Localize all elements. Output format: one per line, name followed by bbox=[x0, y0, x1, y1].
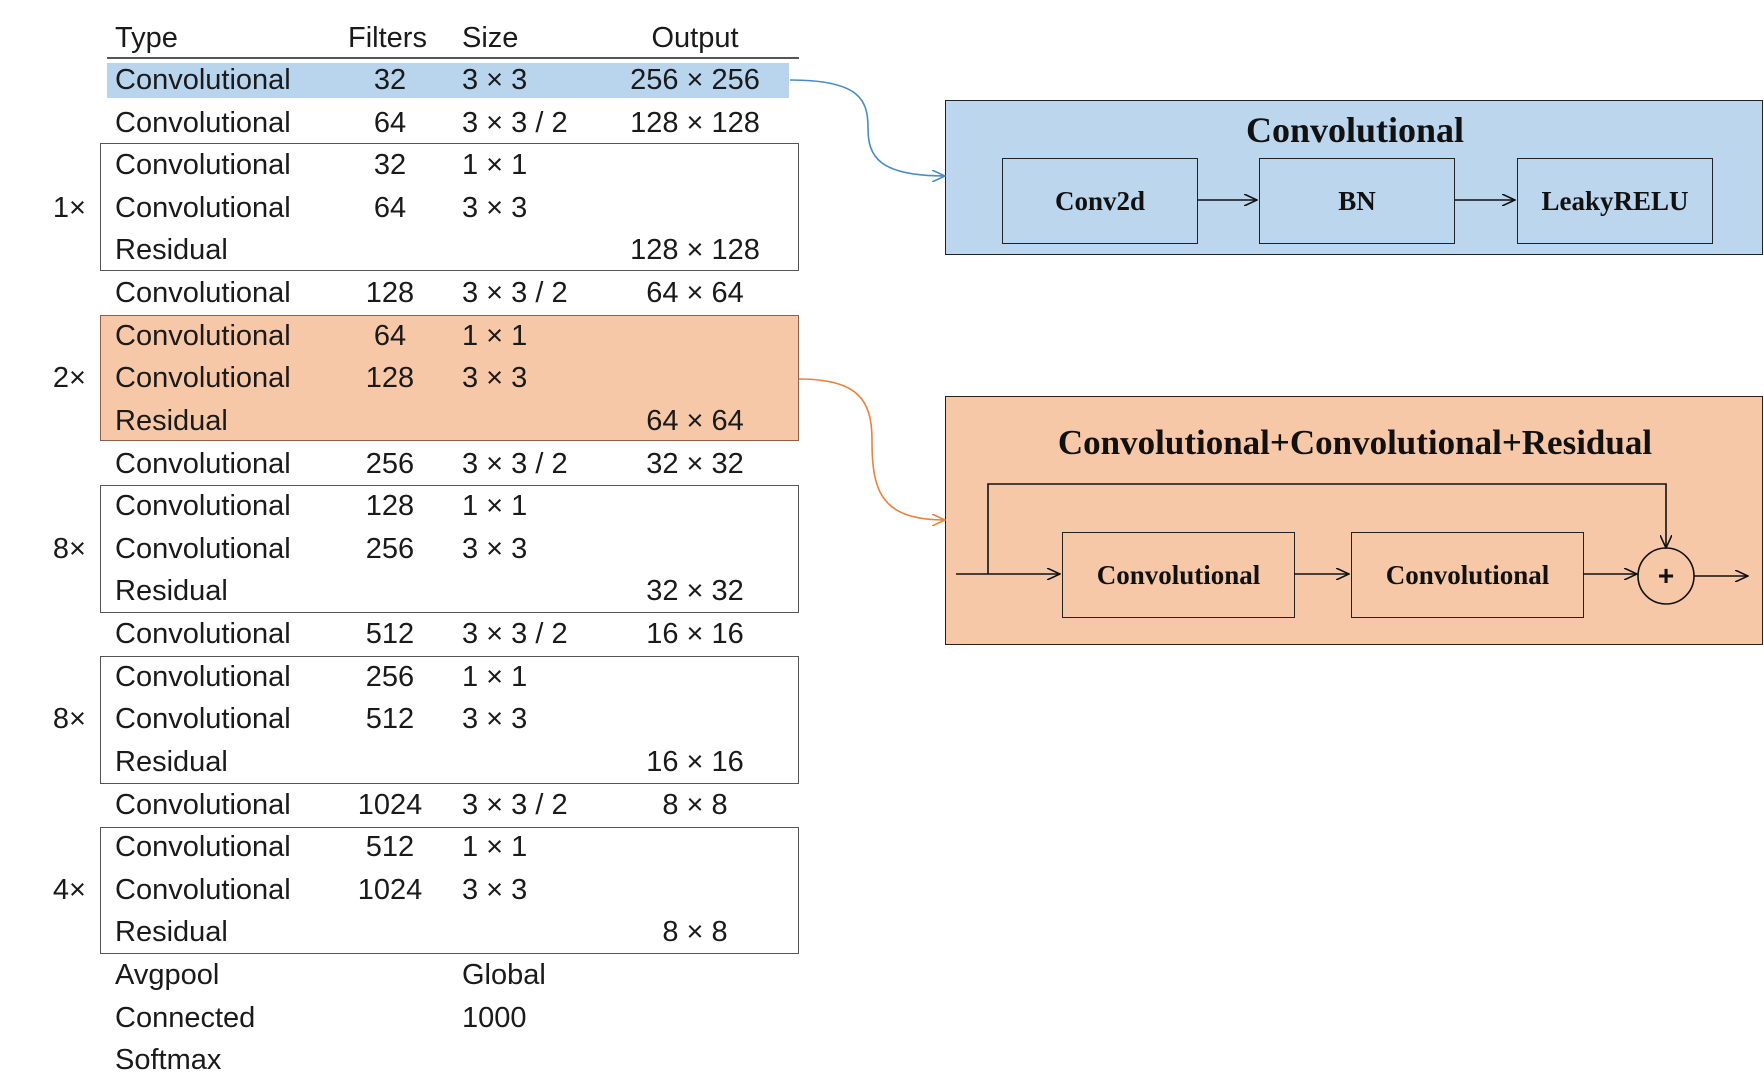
cell-output: 32 × 32 bbox=[646, 575, 744, 607]
orange-connector-arrow bbox=[798, 378, 945, 520]
cell-size: 1 × 1 bbox=[462, 490, 528, 522]
cell-type: Avgpool bbox=[115, 959, 220, 991]
cell-filters: 256 bbox=[365, 661, 415, 693]
highlight-residual-group-2x bbox=[100, 315, 799, 441]
cell-size: 3 × 3 / 2 bbox=[462, 789, 568, 821]
group-box-8x-b bbox=[100, 656, 799, 784]
cell-type: Convolutional bbox=[115, 789, 291, 821]
repeat-multiplier: 8× bbox=[52, 703, 86, 735]
cell-filters: 64 bbox=[373, 320, 407, 352]
skip-connection-line bbox=[987, 483, 1666, 574]
repeat-multiplier: 4× bbox=[52, 874, 86, 906]
cell-filters: 32 bbox=[373, 149, 407, 181]
cell-filters: 1024 bbox=[357, 874, 423, 906]
conv2d-box: Conv2d bbox=[1002, 158, 1198, 244]
batchnorm-box: BN bbox=[1259, 158, 1455, 244]
header-filters: Filters bbox=[348, 22, 427, 54]
cell-type: Convolutional bbox=[115, 277, 291, 309]
cell-type: Convolutional bbox=[115, 661, 291, 693]
cell-output: 64 × 64 bbox=[646, 405, 744, 437]
highlight-first-conv-row bbox=[107, 63, 789, 98]
cell-output: 128 × 128 bbox=[630, 234, 760, 266]
cell-type: Residual bbox=[115, 575, 228, 607]
cell-size: 3 × 3 bbox=[462, 703, 528, 735]
cell-filters: 512 bbox=[365, 703, 415, 735]
repeat-multiplier: 8× bbox=[52, 533, 86, 565]
cell-type: Residual bbox=[115, 746, 228, 778]
cell-type: Convolutional bbox=[115, 149, 291, 181]
leakyrelu-box: LeakyRELU bbox=[1517, 158, 1713, 244]
cell-type: Convolutional bbox=[115, 703, 291, 735]
cell-output: 8 × 8 bbox=[662, 916, 728, 948]
cell-type: Convolutional bbox=[115, 533, 291, 565]
cell-size: Global bbox=[462, 959, 546, 991]
cell-type: Convolutional bbox=[115, 362, 291, 394]
cell-size: 3 × 3 / 2 bbox=[462, 107, 568, 139]
cell-output: 64 × 64 bbox=[646, 277, 744, 309]
header-size: Size bbox=[462, 22, 519, 54]
cell-output: 16 × 16 bbox=[646, 746, 744, 778]
cell-filters: 256 bbox=[365, 533, 415, 565]
cell-size: 3 × 3 bbox=[462, 362, 528, 394]
cell-size: 1 × 1 bbox=[462, 661, 528, 693]
cell-type: Residual bbox=[115, 234, 228, 266]
cell-filters: 512 bbox=[365, 618, 415, 650]
group-box-1x bbox=[100, 143, 799, 271]
cell-size: 3 × 3 / 2 bbox=[462, 618, 568, 650]
residual-conv-box-1: Convolutional bbox=[1062, 532, 1295, 618]
cell-type: Convolutional bbox=[115, 107, 291, 139]
cell-type: Residual bbox=[115, 405, 228, 437]
cell-output: 16 × 16 bbox=[646, 618, 744, 650]
header-rule bbox=[107, 57, 799, 59]
cell-type: Convolutional bbox=[115, 618, 291, 650]
cell-type: Convolutional bbox=[115, 874, 291, 906]
cell-output: 32 × 32 bbox=[646, 448, 744, 480]
cell-size: 3 × 3 bbox=[462, 192, 528, 224]
cell-filters: 128 bbox=[365, 277, 415, 309]
cell-size: 1 × 1 bbox=[462, 320, 528, 352]
cell-filters: 64 bbox=[373, 192, 407, 224]
cell-size: 1000 bbox=[462, 1002, 527, 1034]
residual-conv-box-2: Convolutional bbox=[1351, 532, 1584, 618]
cell-type: Convolutional bbox=[115, 192, 291, 224]
cell-type: Softmax bbox=[115, 1044, 222, 1076]
residual-block-panel: Convolutional+Convolutional+Residual Con… bbox=[945, 396, 1763, 645]
blue-connector-arrow bbox=[789, 79, 945, 176]
cell-size: 3 × 3 bbox=[462, 874, 528, 906]
cell-size: 3 × 3 bbox=[462, 533, 528, 565]
cell-size: 3 × 3 / 2 bbox=[462, 448, 568, 480]
cell-type: Convolutional bbox=[115, 448, 291, 480]
cell-size: 3 × 3 / 2 bbox=[462, 277, 568, 309]
cell-type: Connected bbox=[115, 1002, 256, 1034]
cell-filters: 512 bbox=[365, 831, 415, 863]
cell-filters: 32 bbox=[373, 64, 407, 96]
cell-type: Residual bbox=[115, 916, 228, 948]
cell-output: 128 × 128 bbox=[630, 107, 760, 139]
cell-size: 3 × 3 bbox=[462, 64, 528, 96]
cell-type: Convolutional bbox=[115, 64, 291, 96]
cell-filters: 128 bbox=[365, 362, 415, 394]
cell-type: Convolutional bbox=[115, 320, 291, 352]
cell-type: Convolutional bbox=[115, 490, 291, 522]
convolutional-block-title: Convolutional bbox=[1245, 110, 1465, 150]
cell-filters: 64 bbox=[373, 107, 407, 139]
cell-size: 1 × 1 bbox=[462, 149, 528, 181]
cell-output: 8 × 8 bbox=[662, 789, 728, 821]
cell-output: 256 × 256 bbox=[630, 64, 760, 96]
group-box-4x bbox=[100, 827, 799, 954]
residual-block-title: Convolutional+Convolutional+Residual bbox=[1057, 423, 1653, 462]
cell-type: Convolutional bbox=[115, 831, 291, 863]
cell-filters: 128 bbox=[365, 490, 415, 522]
group-box-8x-a bbox=[100, 485, 799, 613]
repeat-multiplier: 2× bbox=[52, 362, 86, 394]
cell-size: 1 × 1 bbox=[462, 831, 528, 863]
cell-filters: 1024 bbox=[357, 789, 423, 821]
repeat-multiplier: 1× bbox=[52, 192, 86, 224]
sum-symbol: + bbox=[1657, 560, 1675, 591]
cell-filters: 256 bbox=[365, 448, 415, 480]
header-output: Output bbox=[651, 22, 739, 54]
header-type: Type bbox=[115, 22, 178, 54]
